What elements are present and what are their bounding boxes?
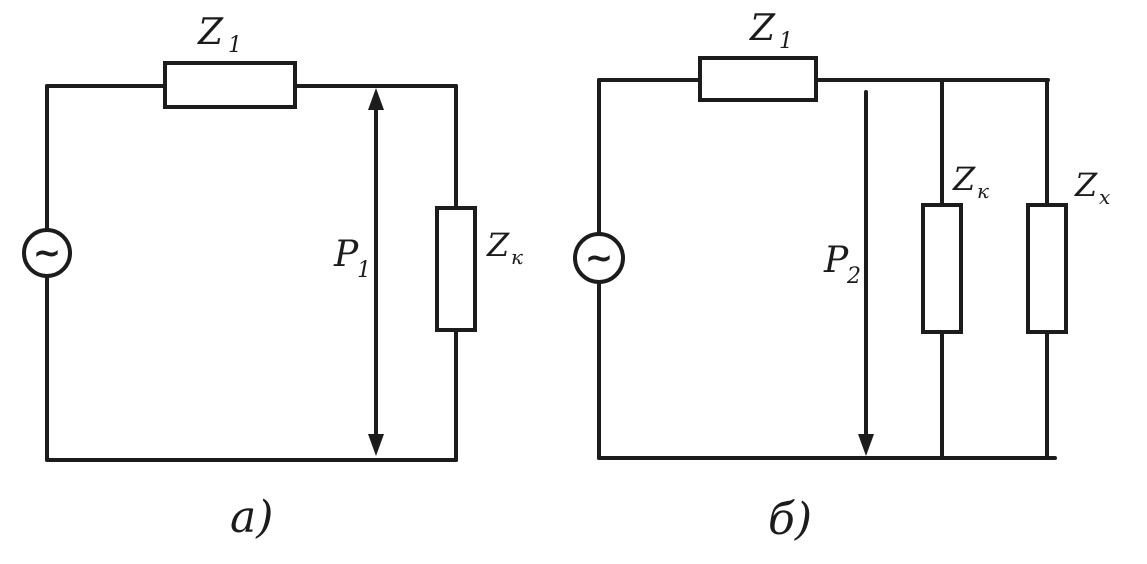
impedance-zk-label-a: Z [486, 226, 510, 264]
impedance-zx-box-b [1026, 203, 1068, 334]
impedance-z1-subscript-b: 1 [779, 29, 793, 54]
ac-source-a [22, 228, 72, 278]
caption-b: б) [768, 494, 812, 545]
impedance-z1-label-a: Z [197, 12, 224, 53]
meter-subscript-a: 1 [357, 258, 371, 283]
meter-arrowhead-up-a [368, 88, 384, 110]
meter-subscript-b: 2 [846, 264, 861, 289]
impedance-zx-label-b: Z [1074, 166, 1098, 204]
impedance-zx-subscript-b: х [1099, 185, 1110, 209]
impedance-zk-label-b: Z [952, 160, 976, 198]
meter-label-b: P [823, 240, 849, 281]
impedance-z1-label-b: Z [749, 8, 776, 49]
impedance-zk-subscript-a: к [511, 245, 523, 269]
impedance-zk-box-b [921, 203, 963, 334]
meter-arrowhead-down-a [368, 434, 384, 456]
ac-source-b [573, 232, 625, 284]
circuit-b: ~ Z 1 P 2 Z к Z х б) [573, 8, 1110, 545]
circuit-a: ~ Z 1 Z к P 1 a) [22, 12, 523, 543]
caption-a: a) [230, 492, 273, 543]
impedance-z1-box-a [163, 61, 297, 109]
impedance-z1-box-b [698, 56, 818, 102]
meter-label-a: P [333, 234, 359, 275]
impedance-z1-subscript-a: 1 [228, 33, 242, 58]
impedance-zk-subscript-b: к [977, 179, 989, 203]
impedance-zk-box-a [435, 206, 477, 332]
ac-source-symbol-a: ~ [33, 233, 62, 273]
ac-source-symbol-b: ~ [585, 238, 614, 278]
meter-arrowhead-down-b [858, 434, 874, 456]
